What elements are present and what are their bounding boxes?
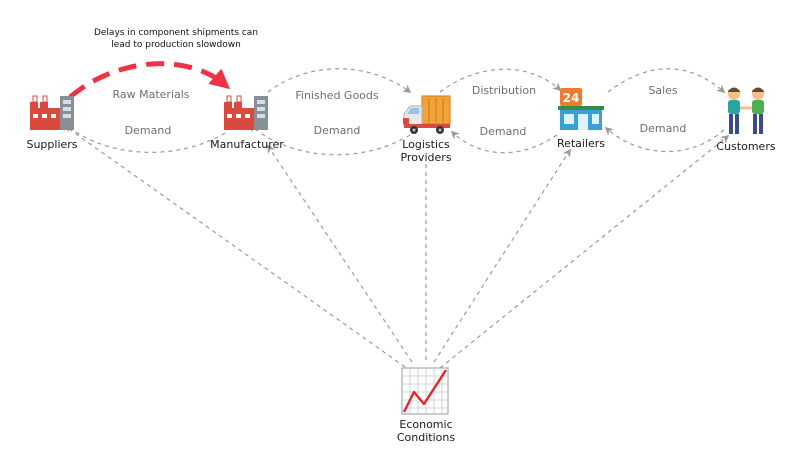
edge-economic-retailers (433, 148, 571, 363)
label-sales: Sales (648, 84, 678, 97)
suppliers-node[interactable]: Suppliers (26, 95, 78, 151)
logistics-label-line2: Providers (400, 151, 451, 164)
label-demand-manufacturer: Demand (314, 124, 361, 137)
customers-label: Customers (716, 140, 775, 153)
edge-finished-goods (267, 68, 412, 94)
manufacturer-node[interactable]: Manufacturer (210, 95, 284, 151)
edge-sales (607, 68, 726, 94)
logistics-label-line1: Logistics (402, 138, 450, 151)
label-raw-materials: Raw Materials (112, 88, 189, 101)
edge-demand-logistics (450, 130, 558, 154)
people-holding-hands-icon (728, 87, 764, 134)
delivery-truck-icon (403, 95, 451, 134)
edge-demand-retailers (604, 126, 725, 153)
edge-demand-suppliers (64, 123, 226, 153)
retailers-label: Retailers (557, 137, 605, 150)
convenience-store-icon: 24 (558, 88, 604, 130)
label-distribution: Distribution (472, 84, 536, 97)
suppliers-label: Suppliers (26, 138, 77, 151)
economic-node[interactable]: Economic Conditions (397, 367, 455, 444)
disruption-arrow (68, 61, 231, 99)
logistics-node[interactable]: Logistics Providers (400, 95, 452, 164)
label-demand-retailers: Demand (640, 122, 687, 135)
label-finished-goods: Finished Goods (295, 89, 379, 102)
economic-label-line1: Economic (399, 418, 452, 431)
label-demand-suppliers: Demand (125, 124, 172, 137)
edge-economic-customers (439, 134, 730, 369)
manufacturer-label: Manufacturer (210, 138, 284, 151)
customers-node[interactable]: Customers (716, 87, 776, 154)
economic-label-line2: Conditions (397, 431, 455, 444)
store-badge-text: 24 (563, 91, 580, 105)
disruption-note-line1: Delays in component shipments can (94, 28, 258, 38)
factory-icon (224, 95, 268, 130)
factory-icon (30, 95, 74, 130)
edge-economic-manufacturer (267, 144, 413, 363)
edge-economic-suppliers (60, 123, 406, 368)
retailers-node[interactable]: 24 Retailers (557, 88, 605, 150)
edge-distribution (439, 68, 562, 93)
line-chart-icon (401, 367, 449, 415)
label-demand-logistics: Demand (480, 125, 527, 138)
disruption-note-line2: lead to production slowdown (111, 40, 241, 50)
